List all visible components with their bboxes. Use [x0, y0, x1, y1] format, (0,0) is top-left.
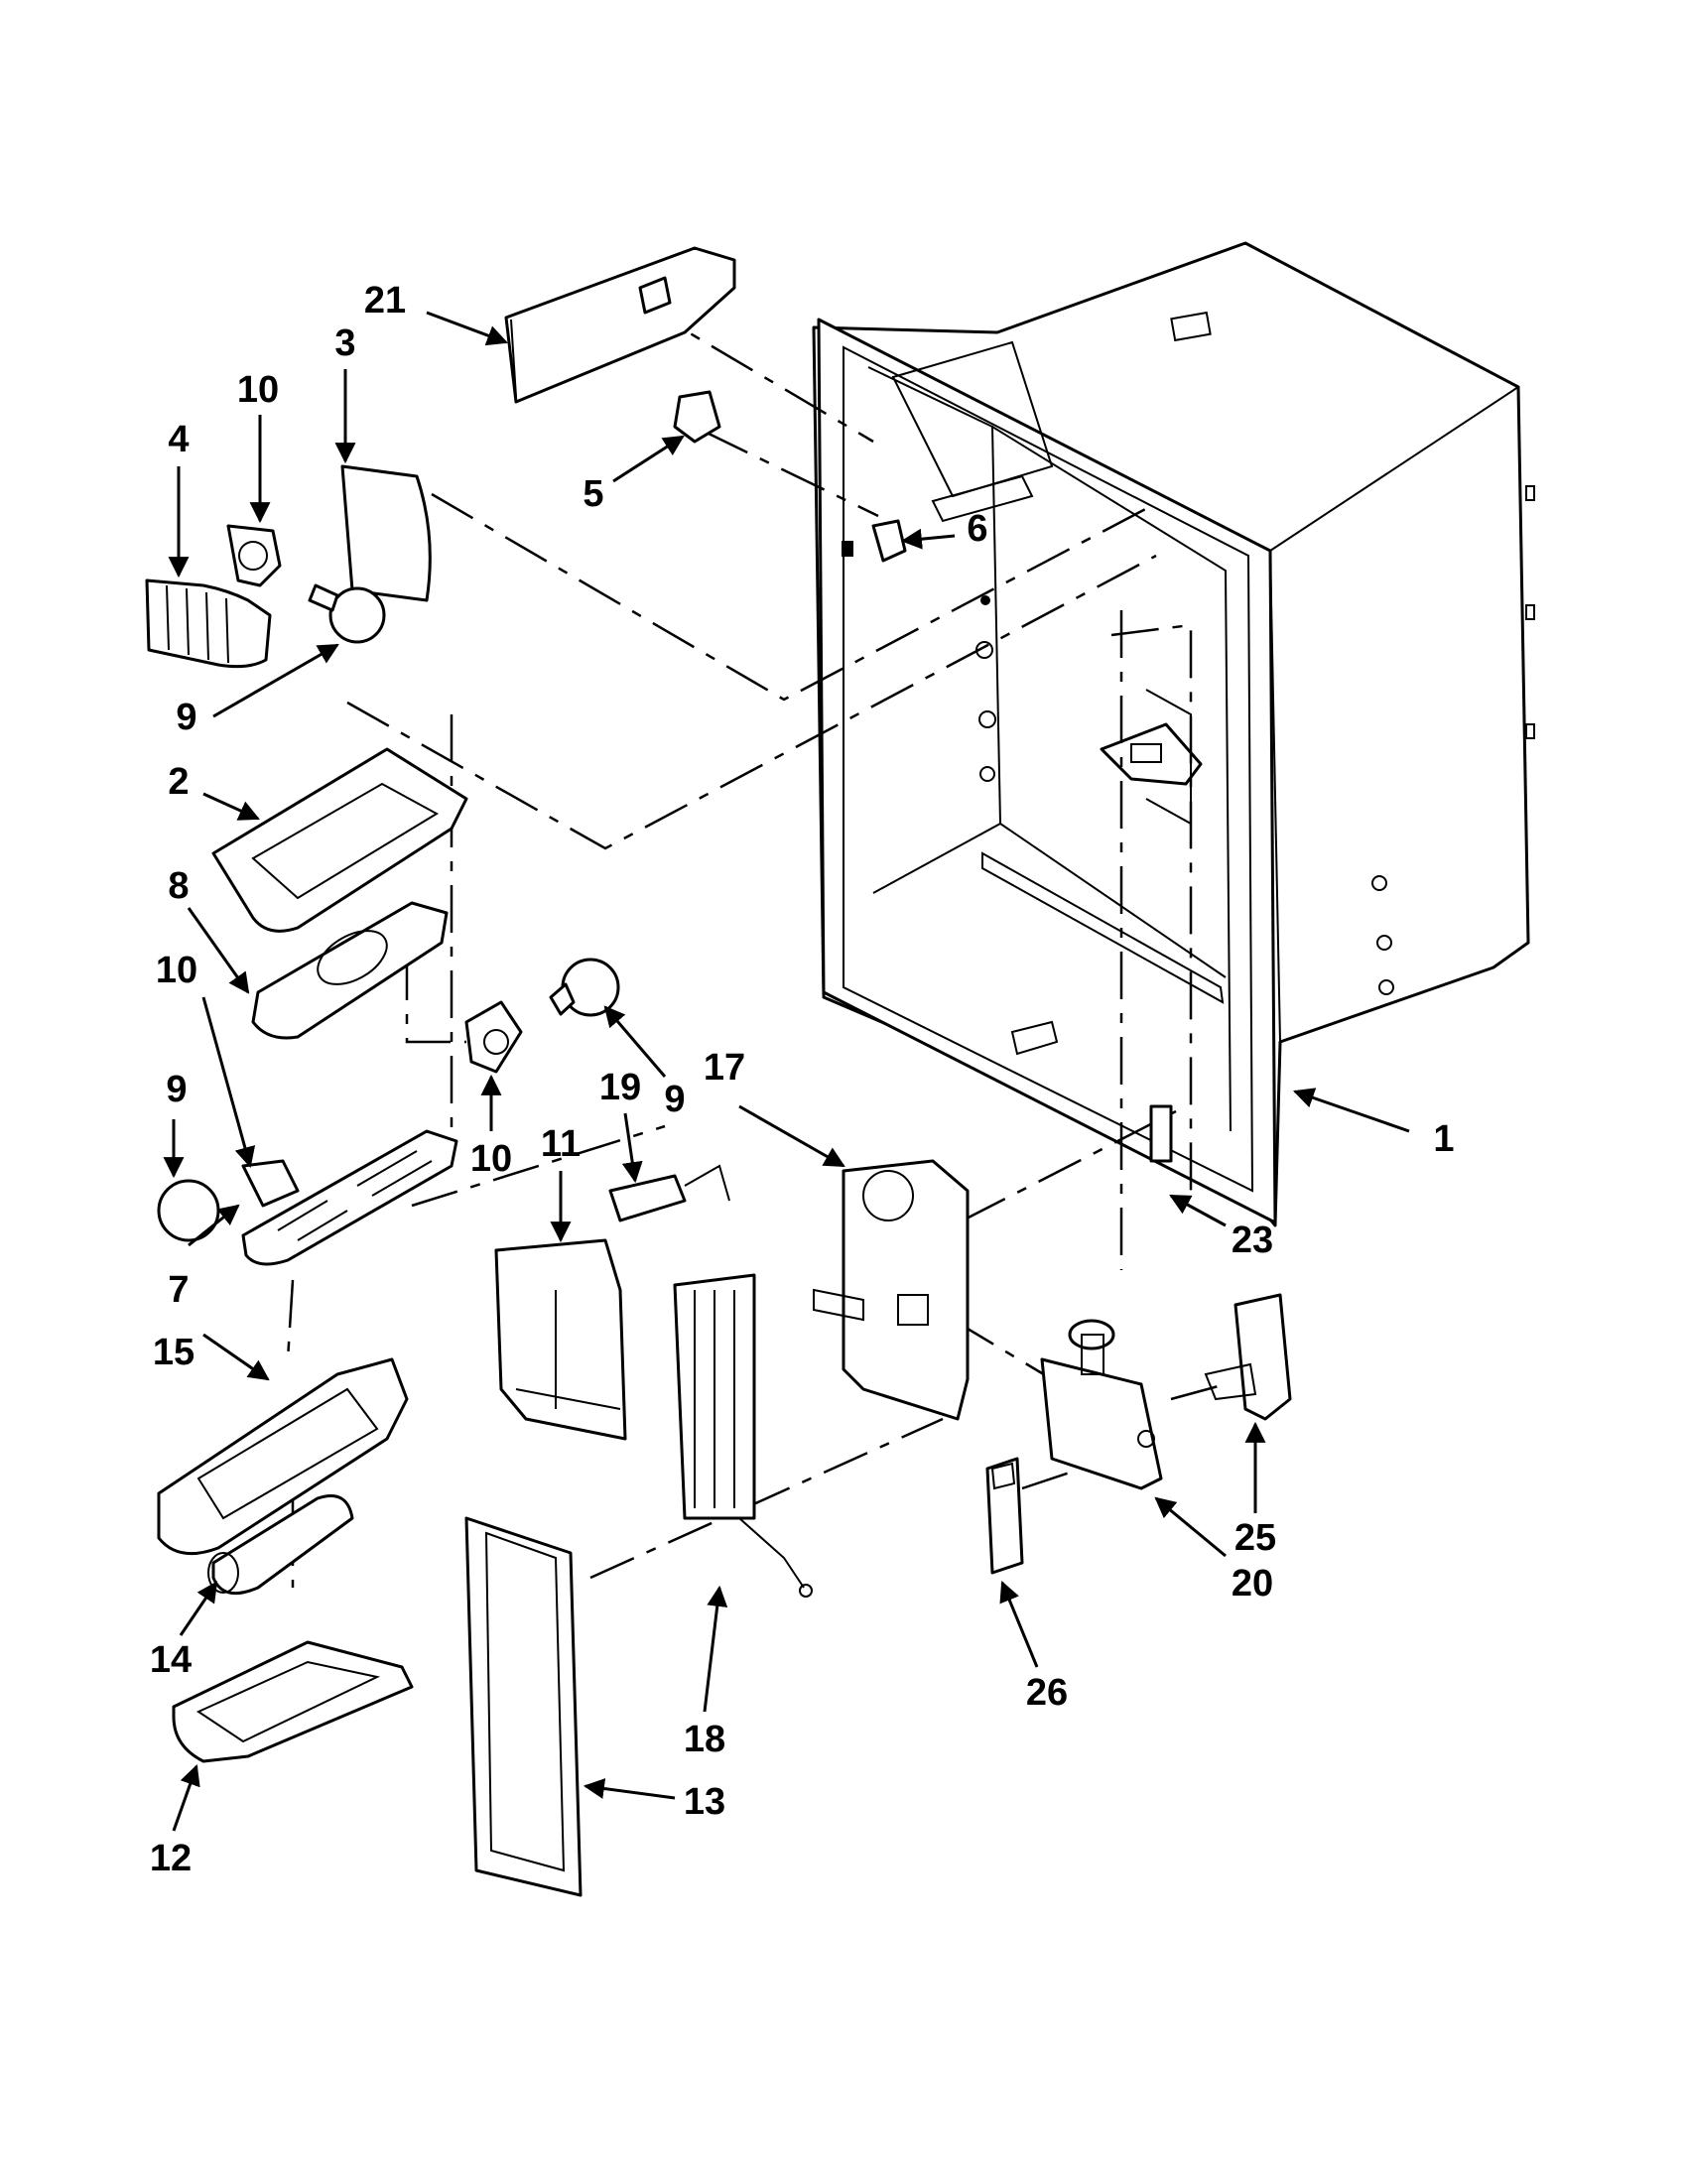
- callout-6: 6: [967, 508, 987, 550]
- callout-3: 3: [334, 322, 355, 364]
- part-12-cover: [172, 1640, 414, 1763]
- callout-8: 8: [168, 865, 189, 907]
- callout-23: 23: [1232, 1220, 1273, 1261]
- part-21-cover: [504, 246, 736, 404]
- part-17-bracket: [813, 1159, 970, 1421]
- part-1-liner: [812, 241, 1535, 1227]
- part-13-panel: [464, 1516, 583, 1897]
- callout-2: 2: [168, 761, 189, 803]
- callout-26: 26: [1026, 1672, 1068, 1714]
- callout-12: 12: [150, 1838, 192, 1879]
- callout-5: 5: [583, 473, 603, 515]
- part-11-chute: [494, 1238, 627, 1441]
- part-9-bulb-top: [308, 583, 386, 644]
- part-26-cover: [985, 1457, 1024, 1575]
- arrow-leaders: [163, 311, 1410, 1832]
- callout-15: 15: [153, 1332, 195, 1373]
- callout-25: 25: [1234, 1517, 1276, 1559]
- part-3-panel: [340, 464, 432, 602]
- part-10-socket-low: [241, 1159, 300, 1208]
- callout-10-left: 10: [156, 950, 197, 991]
- callout-4: 4: [168, 419, 189, 460]
- callout-20: 20: [1232, 1563, 1273, 1605]
- part-20-water-valve: [1040, 1319, 1163, 1490]
- part-19-thermistor: [608, 1164, 730, 1222]
- callout-11: 11: [541, 1123, 581, 1165]
- part-6-switch: [871, 519, 907, 563]
- callout-10-mid: 10: [470, 1138, 512, 1180]
- callout-10-top: 10: [237, 369, 279, 411]
- part-10-socket-mid: [464, 1000, 523, 1074]
- part-10-socket-top: [226, 524, 282, 587]
- callout-13: 13: [684, 1781, 725, 1823]
- callout-9-left: 9: [166, 1069, 187, 1110]
- part-9-bulb-low: [157, 1179, 220, 1242]
- part-14-filter: [207, 1494, 354, 1596]
- part-15-filter-housing: [157, 1357, 409, 1556]
- part-25-bracket: [1204, 1293, 1292, 1421]
- callout-17: 17: [704, 1047, 745, 1089]
- part-9-bulb-right: [549, 958, 620, 1017]
- callout-9-top: 9: [176, 697, 196, 738]
- part-18-heater: [673, 1273, 813, 1598]
- callout-labels: 21 3 10 4 5 6 9 2 8 10 9 9 10 17 11 19 1…: [150, 280, 1455, 1879]
- part-4-light-shield: [145, 578, 272, 669]
- callout-18: 18: [684, 1719, 725, 1760]
- callout-21: 21: [364, 280, 406, 321]
- callout-14: 14: [150, 1639, 192, 1681]
- part-5-clip: [673, 390, 721, 444]
- callout-9-right: 9: [664, 1079, 685, 1120]
- callout-7: 7: [168, 1269, 189, 1311]
- part-8-lens: [251, 901, 449, 1040]
- callout-19: 19: [599, 1067, 641, 1108]
- part-7-grille: [241, 1129, 458, 1266]
- part-2-housing: [211, 747, 468, 933]
- part-23-switch: [1149, 1104, 1173, 1163]
- callout-1: 1: [1433, 1118, 1454, 1160]
